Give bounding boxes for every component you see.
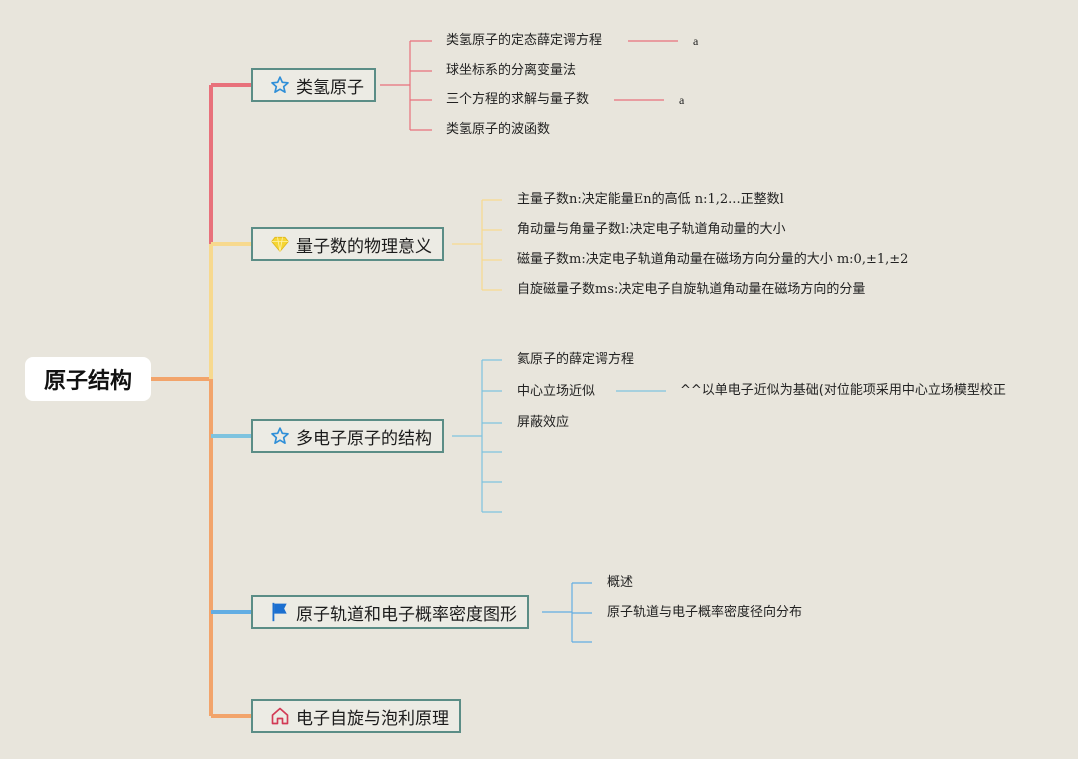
subtopic-2-0[interactable]: 氦原子的薛定谔方程 (517, 352, 635, 367)
topic-electron-spin-pauli[interactable]: 电子自旋与泡利原理 (251, 699, 461, 733)
subtopic-1-1[interactable]: 角动量与角量子数l:决定电子轨道角动量的大小 (517, 222, 786, 237)
subtopic-3-0[interactable]: 概述 (607, 575, 634, 590)
topic-1-children-lines (452, 199, 502, 291)
topic-label: 量子数的物理意义 (296, 236, 432, 257)
topic-0-children-lines (380, 40, 678, 131)
subtopic-2-1[interactable]: 中心立场近似 (517, 384, 596, 399)
subtopic-2-2[interactable]: 屏蔽效应 (517, 415, 570, 430)
topic-quantum-number-meaning[interactable]: 量子数的物理意义 (251, 227, 444, 261)
note-2-1[interactable]: ^^以单电子近似为基础(对位能项采用中心立场模型校正 (680, 383, 1006, 398)
subtopic-1-3[interactable]: 自旋磁量子数ms:决定电子自旋轨道角动量在磁场方向的分量 (517, 282, 866, 297)
topic-label: 多电子原子的结构 (296, 428, 432, 449)
subtopic-1-2[interactable]: 磁量子数m:决定电子轨道角动量在磁场方向分量的大小 m:0,±1,±2 (517, 252, 909, 267)
subtopic-0-2[interactable]: 三个方程的求解与量子数 (446, 92, 590, 107)
note-marker-0-0[interactable]: a (693, 34, 699, 48)
topic-atomic-orbitals[interactable]: 原子轨道和电子概率密度图形 (251, 595, 529, 629)
root-topic-label: 原子结构 (43, 369, 132, 394)
subtopic-0-3[interactable]: 类氢原子的波函数 (446, 122, 551, 137)
subtopic-0-0[interactable]: 类氢原子的定态薛定谔方程 (446, 33, 603, 48)
topic-hydrogen-like-atom[interactable]: 类氢原子 (251, 68, 376, 102)
subtopic-0-1[interactable]: 球坐标系的分离变量法 (446, 63, 577, 78)
home-icon (269, 705, 291, 727)
star-icon (269, 425, 291, 447)
topic-multi-electron-atom[interactable]: 多电子原子的结构 (251, 419, 444, 453)
star-icon (269, 74, 291, 96)
root-topic[interactable]: 原子结构 (25, 357, 151, 401)
diamond-icon (269, 233, 291, 255)
subtopic-1-0[interactable]: 主量子数n:决定能量En的高低 n:1,2...正整数l (517, 192, 784, 207)
subtopic-3-1[interactable]: 原子轨道与电子概率密度径向分布 (607, 605, 803, 620)
topic-2-children-lines (452, 359, 666, 513)
topic-3-children-lines (542, 582, 592, 643)
topic-label: 类氢原子 (296, 77, 364, 98)
topic-label: 电子自旋与泡利原理 (296, 708, 449, 729)
note-marker-0-2[interactable]: a (679, 93, 685, 107)
flag-icon (269, 601, 291, 623)
topic-label: 原子轨道和电子概率密度图形 (296, 604, 517, 625)
